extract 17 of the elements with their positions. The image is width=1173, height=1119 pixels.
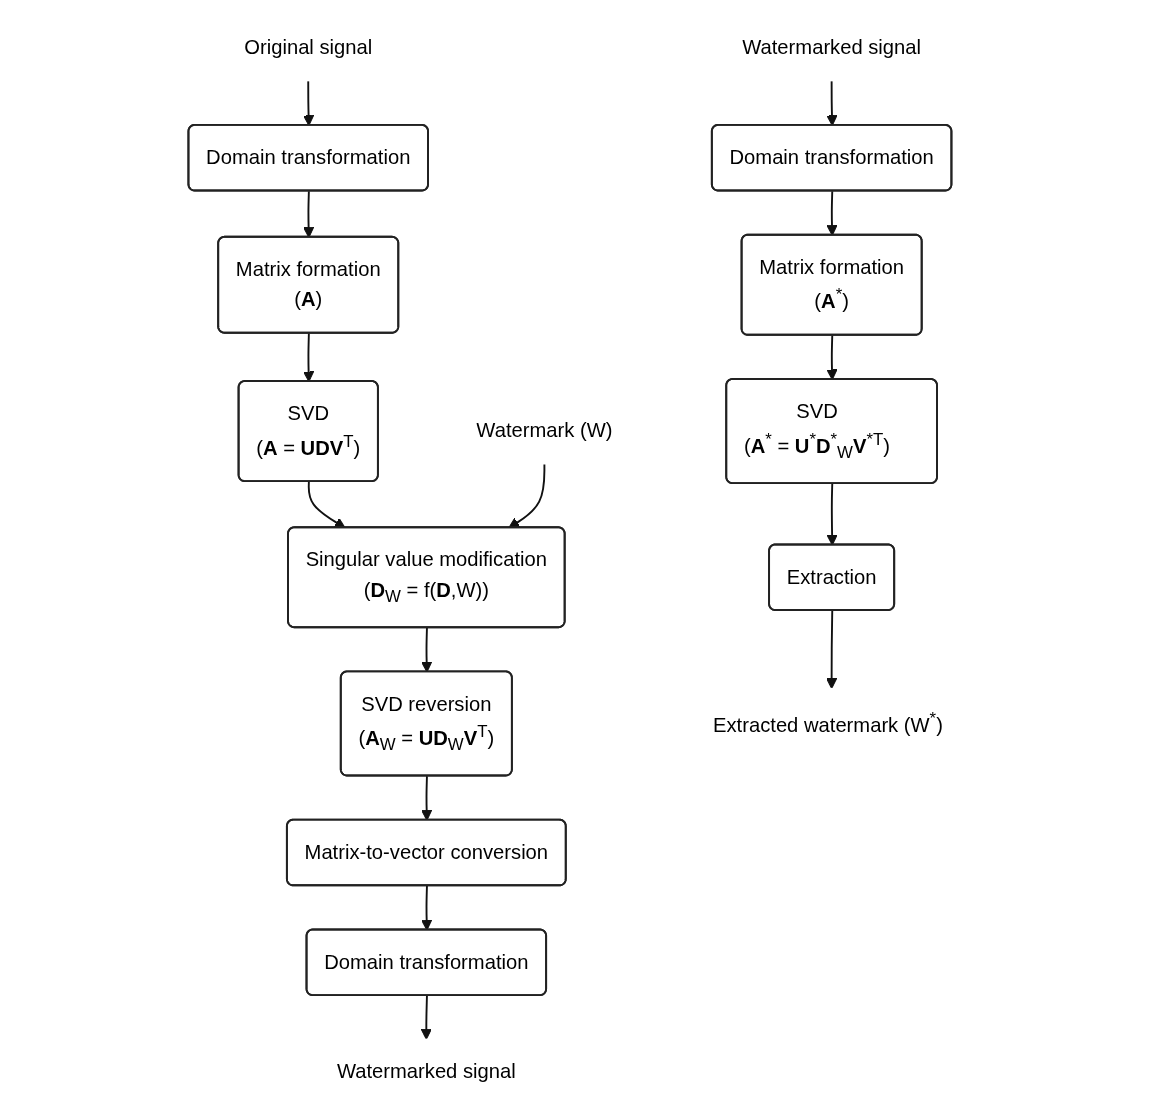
arrow: [302, 189, 314, 238]
node-text: Watermarked signal: [336, 1060, 516, 1082]
arrow: [825, 609, 837, 689]
arrow: [307, 480, 346, 528]
arrow: [302, 79, 314, 126]
node-text: Extracted watermark (W$^{*}$): [712, 708, 943, 736]
node-text: Original signal: [243, 36, 372, 58]
node-text: Watermark (W): [475, 419, 612, 441]
arrow: [420, 994, 432, 1040]
node-text: Watermarked signal: [741, 36, 921, 58]
arrow: [825, 79, 838, 126]
arrow: [302, 331, 314, 382]
arrow: [420, 626, 432, 672]
arrow: [825, 334, 838, 380]
arrow: [507, 462, 545, 528]
arrow: [420, 774, 432, 821]
arrow: [825, 189, 838, 236]
